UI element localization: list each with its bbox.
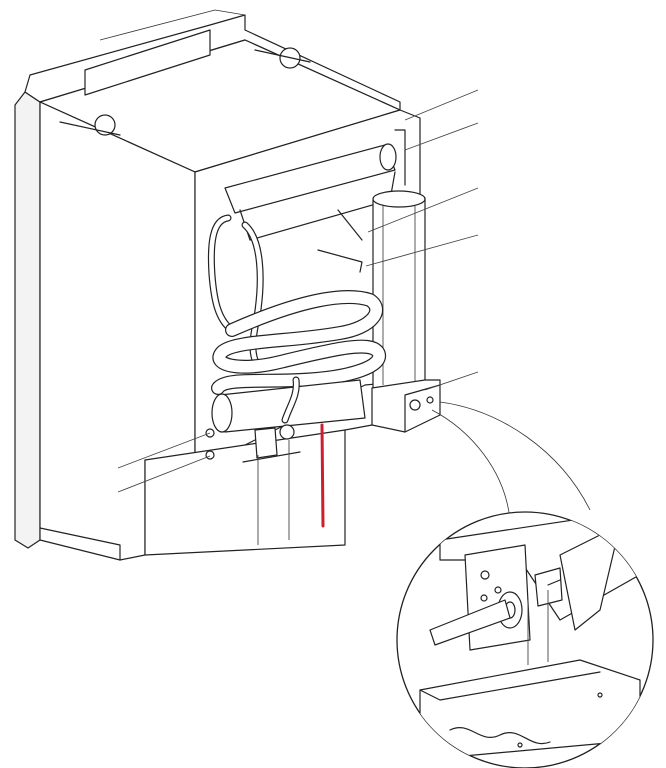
- leader-2: [404, 122, 479, 151]
- cooling-unit: [205, 129, 441, 463]
- cabinet-bottom-box: [144, 429, 346, 556]
- detail-gas-pipe: [429, 599, 511, 646]
- top-mount-rails: [59, 49, 311, 136]
- fridge-cabinet: [14, 9, 421, 561]
- condenser-header: [224, 144, 396, 214]
- burner-box-edges: [344, 384, 441, 433]
- detail-burner-plate: [464, 544, 531, 651]
- leader-6: [117, 432, 211, 469]
- burner-detail: [396, 511, 654, 768]
- condenser-end-cap: [379, 143, 397, 171]
- burner-port: [409, 399, 421, 411]
- red-marker: [320, 423, 325, 528]
- reservoir-end: [211, 393, 233, 433]
- leader-3: [367, 187, 479, 233]
- cabinet-base-lip: [39, 527, 121, 561]
- leader-lines: [117, 89, 479, 545]
- leader-1: [404, 89, 479, 121]
- top-bracket: [84, 29, 211, 96]
- leader-4: [365, 234, 479, 267]
- absorber-coil: [211, 290, 386, 395]
- thermostat-sensors: [317, 209, 363, 273]
- leader-5: [424, 371, 479, 391]
- leader-7: [117, 455, 211, 493]
- cabinet-side-edge: [14, 91, 41, 549]
- top-mount-right: [94, 114, 116, 136]
- lower-fittings: [205, 424, 301, 463]
- cabinet-top-hinge-line: [99, 9, 246, 41]
- boiler-top-cap: [372, 190, 426, 208]
- burner-screw: [426, 396, 434, 404]
- condenser-pipe: [224, 143, 397, 241]
- zoom-funnel-left: [431, 409, 511, 521]
- burner-housing: [344, 379, 441, 433]
- boiler-top-bracket: [394, 129, 406, 186]
- reservoir-tank: [211, 376, 366, 433]
- boiler-tube: [372, 129, 426, 391]
- zoom-funnel-right: [439, 401, 591, 511]
- detail-electrode: [534, 567, 563, 607]
